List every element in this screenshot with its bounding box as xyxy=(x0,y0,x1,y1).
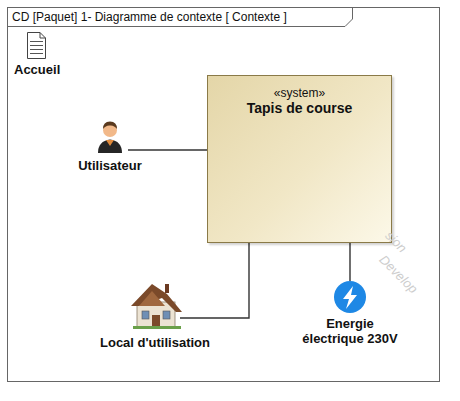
energy-node: Energie électrique 230V xyxy=(334,281,366,313)
lightning-bolt xyxy=(343,286,357,309)
node-label: Local d'utilisation xyxy=(80,335,230,350)
node-label: Energie électrique 230V xyxy=(298,316,402,346)
house-gable xyxy=(139,291,165,306)
house-window xyxy=(142,311,149,319)
frame-tab xyxy=(8,8,353,27)
actor-hair xyxy=(103,122,117,130)
stereotype-label: «system» xyxy=(208,86,391,101)
node-label: Tapis de course xyxy=(208,101,391,116)
actor-body xyxy=(98,140,122,154)
energy-circle xyxy=(334,281,366,313)
house-grass xyxy=(133,326,181,329)
association-line xyxy=(349,243,350,281)
document-icon xyxy=(28,33,46,59)
house-chimney xyxy=(165,284,169,293)
actor-node: Utilisateur xyxy=(97,121,128,153)
frame-title: CD [Paquet] 1- Diagramme de contexte [ C… xyxy=(12,10,287,24)
association-line xyxy=(128,149,207,150)
document-node: Accueil xyxy=(25,31,47,60)
actor-icon xyxy=(98,122,122,154)
house-window xyxy=(163,311,170,319)
house-icon xyxy=(131,284,182,329)
system-block: «system»Tapis de course xyxy=(207,75,392,243)
house-roof xyxy=(131,284,182,312)
environment-node: Local d'utilisation xyxy=(130,280,180,330)
node-label: Accueil xyxy=(14,62,84,77)
document-page xyxy=(28,33,46,59)
watermark-text: Develop xyxy=(376,252,420,296)
document-fold xyxy=(40,33,46,39)
energy-icon xyxy=(334,281,366,313)
association-line xyxy=(180,243,249,318)
document-lines xyxy=(30,42,43,54)
actor-collar xyxy=(106,140,114,146)
node-label: Utilisateur xyxy=(70,158,150,173)
diagram-frame xyxy=(8,8,440,382)
